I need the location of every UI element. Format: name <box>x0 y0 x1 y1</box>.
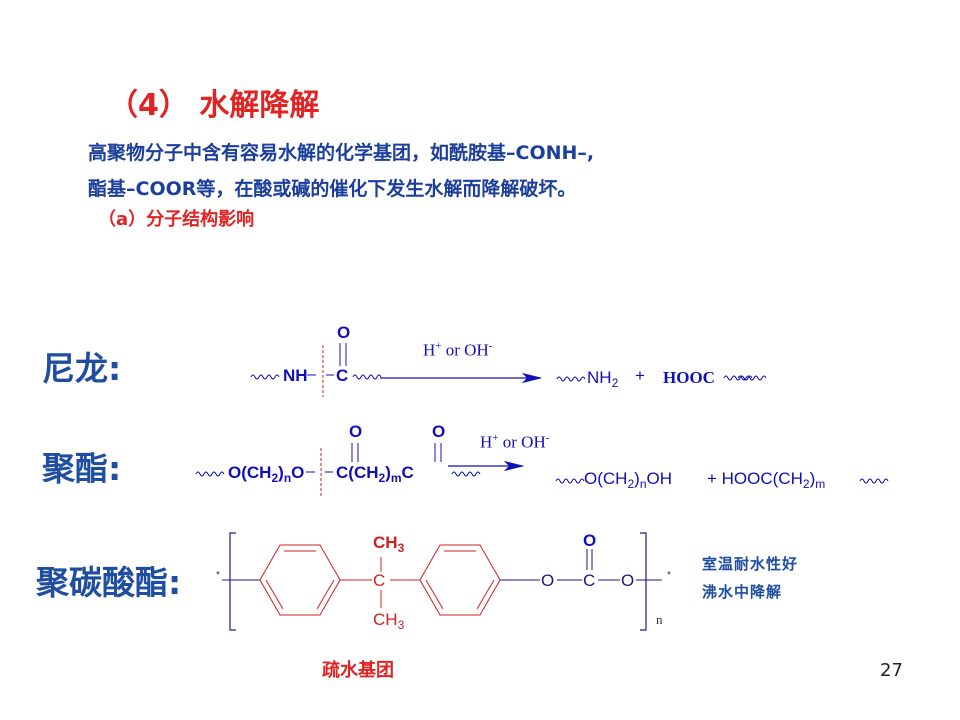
formula-segment: or OH <box>441 340 489 360</box>
benzene-ring-icon <box>259 544 341 616</box>
formula-segment: 2 <box>271 471 279 485</box>
formula-segment: 2 <box>611 376 619 390</box>
formula-segment: H <box>423 340 436 360</box>
formula-segment: m <box>390 471 402 485</box>
formula-segment: O(CH <box>584 469 628 488</box>
repeat-brackets <box>229 532 647 631</box>
carbonate-carbon: C <box>583 571 596 590</box>
nylon-carbonyl-c: C <box>336 366 349 385</box>
nylon-product-amine: NH2 <box>587 368 618 390</box>
note-room-temp: 室温耐水性好 <box>702 555 799 573</box>
polymer-chain-wave <box>451 471 481 477</box>
formula-segment: ) <box>385 463 391 482</box>
nylon-plus: + <box>635 366 645 385</box>
polyester-product-diol: O(CH2)nOH <box>584 469 672 491</box>
formula-segment: O <box>291 463 305 482</box>
formula-segment: 2 <box>378 471 386 485</box>
formula-segment: + HOOC(CH <box>707 469 803 488</box>
hydrophobic-group-label: 疏水基团 <box>322 660 394 681</box>
methyl-text: CH <box>373 533 398 552</box>
formula-segment: - <box>488 340 493 352</box>
formula-segment: + <box>492 432 499 444</box>
methyl-text: CH <box>373 610 398 629</box>
polyester-carbonyl-o: O <box>349 422 363 441</box>
polymer-chain-wave <box>859 478 889 484</box>
methyl-bottom: CH3 <box>373 610 404 632</box>
end-star: * <box>216 570 220 581</box>
slide-title: （4） 水解降解 <box>108 88 320 123</box>
formula-segment: m <box>815 477 826 491</box>
polymer-chain-wave <box>556 376 586 382</box>
polyester-diol-segment: O(CH2)nO <box>228 463 304 485</box>
repeat-n: n <box>656 612 663 627</box>
note-boiling-water: 沸水中降解 <box>702 583 783 601</box>
nylon-carbonyl-o: O <box>337 323 351 342</box>
nylon-catalyst: H+ or OH- <box>423 340 492 361</box>
formula-segment: n <box>283 471 292 485</box>
formula-segment: OH <box>646 469 673 488</box>
benzene-ring-icon <box>419 544 501 616</box>
formula-segment: n <box>639 477 647 491</box>
formula-segment: 2 <box>627 477 635 491</box>
formula-segment: ) <box>634 469 640 488</box>
page-number: 27 <box>880 660 903 681</box>
formula-segment: or OH <box>498 432 546 452</box>
nylon-label: 尼龙: <box>42 349 122 388</box>
formula-segment: ) <box>278 463 284 482</box>
formula-segment: O(CH <box>228 463 272 482</box>
formula-segment: NH <box>587 368 612 387</box>
polymer-chain-wave <box>352 374 382 380</box>
formula-segment: ) <box>809 469 816 488</box>
nylon-nh: NH <box>283 366 308 385</box>
polymer-chain-wave <box>555 478 585 484</box>
formula-segment: C <box>401 463 414 482</box>
body-line-2: 酯基–COOR等，在酸或碱的催化下发生水解而降解破坏。 <box>88 178 577 200</box>
polyester-product-acid: + HOOC(CH2)m <box>707 469 825 491</box>
nylon-product-acid: HOOC <box>663 368 715 387</box>
formula-segment: + <box>435 340 442 352</box>
formula-segment: 2 <box>802 477 810 491</box>
methyl-top: CH3 <box>373 533 404 555</box>
polycarbonate-label: 聚碳酸酯: <box>36 563 182 602</box>
subheading: （a）分子结构影响 <box>98 209 255 230</box>
ester-oxygen: O <box>541 571 555 590</box>
polyester-label: 聚酯: <box>42 449 122 488</box>
formula-segment: - <box>545 432 550 444</box>
quaternary-carbon: C <box>373 571 386 590</box>
ester-oxygen: O <box>621 571 635 590</box>
polyester-acid-segment: C(CH2)mC <box>336 463 414 485</box>
methyl-subscript: 3 <box>397 541 405 555</box>
methyl-subscript: 3 <box>397 618 405 632</box>
carbonyl-oxygen: O <box>583 531 597 550</box>
body-line-1: 高聚物分子中含有容易水解的化学基团，如酰胺基–CONH–, <box>88 142 595 164</box>
end-star: * <box>667 570 671 581</box>
formula-segment: H <box>480 432 493 452</box>
polymer-chain-wave <box>250 374 280 380</box>
polyester-carbonyl-o: O <box>432 422 446 441</box>
polymer-chain-wave <box>195 471 225 477</box>
polyester-catalyst: H+ or OH- <box>480 432 549 453</box>
formula-segment: C(CH <box>336 463 379 482</box>
